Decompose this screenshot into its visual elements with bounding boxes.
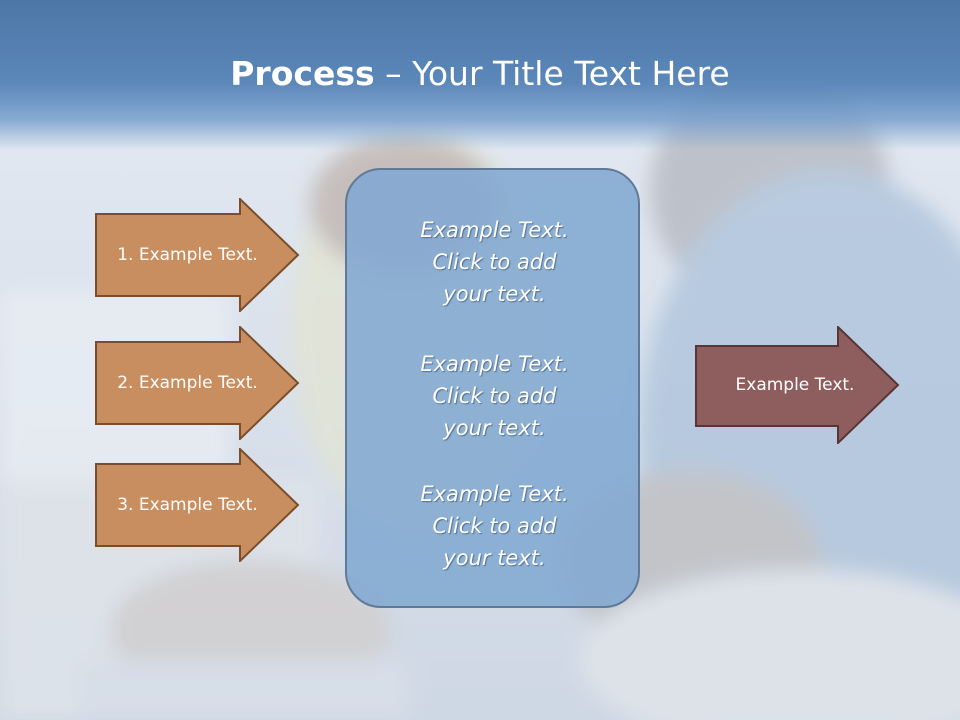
slide-title[interactable]: Process – Your Title Text Here [0,52,960,96]
text-block-2: Example Text. Click to add your text. [347,348,642,444]
text-block-3: Example Text. Click to add your text. [347,478,642,574]
text-block-line: Example Text. [420,482,569,506]
title-bold-part: Process [230,54,375,93]
step-arrow-3-label: 3. Example Text. [117,495,258,515]
arrow-right-shape [695,326,900,444]
arrow-right-shape [95,326,300,440]
arrow-right-shape [95,448,300,562]
text-block-line: your text. [443,282,546,306]
step-arrow-1-label: 1. Example Text. [117,245,258,265]
result-arrow-label: Example Text. [735,375,855,395]
text-block-line: Click to add [432,250,557,274]
text-block-1: Example Text. Click to add your text. [347,214,642,310]
step-arrow-2[interactable]: 2. Example Text. [95,326,300,440]
text-block-line: your text. [443,416,546,440]
result-arrow[interactable]: Example Text. [695,326,900,444]
text-block-line: Click to add [432,384,557,408]
text-block-line: Example Text. [420,352,569,376]
text-block-line: Example Text. [420,218,569,242]
title-bar [0,0,960,150]
arrow-right-shape [95,198,300,312]
center-content-box[interactable]: Example Text. Click to add your text. Ex… [345,168,640,608]
step-arrow-2-label: 2. Example Text. [117,373,258,393]
step-arrow-3[interactable]: 3. Example Text. [95,448,300,562]
step-arrow-1[interactable]: 1. Example Text. [95,198,300,312]
text-block-line: your text. [443,546,546,570]
title-text-part: – Your Title Text Here [374,54,730,93]
text-block-line: Click to add [432,514,557,538]
